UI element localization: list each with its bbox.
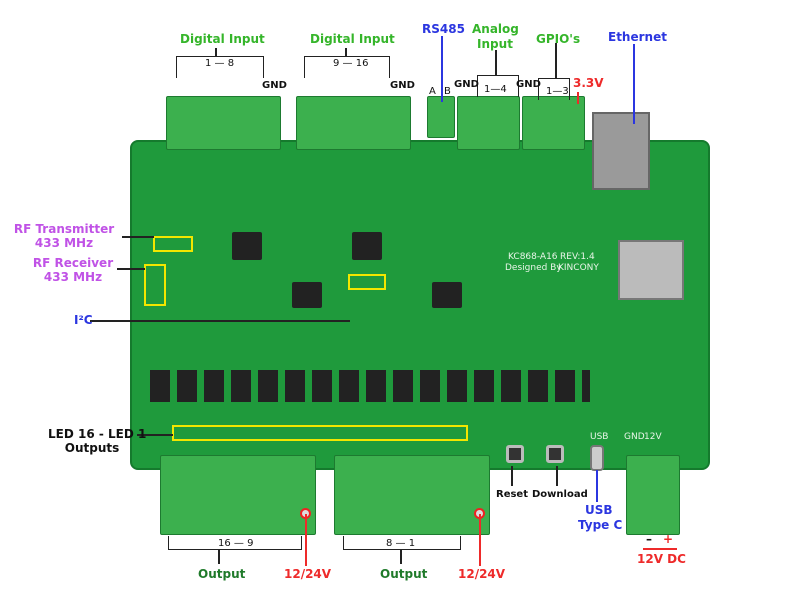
- bracket-16-9: [168, 536, 302, 550]
- leader-line: [511, 466, 513, 486]
- rs485-a: A: [429, 86, 436, 97]
- i2c-line: [90, 320, 350, 322]
- pcb-board: [130, 140, 710, 470]
- gnd-silk: GND: [624, 432, 645, 442]
- reset-label: Reset: [496, 489, 528, 500]
- rf-transmitter-label: RF Transmitter: [13, 222, 115, 236]
- 3v3-line: [577, 92, 579, 104]
- gnd-gpio: GND: [516, 79, 541, 90]
- rf-transmitter-header: [153, 236, 193, 252]
- digital-input-label-1: Digital Input: [180, 32, 265, 46]
- range-9-16: 9 — 16: [333, 58, 369, 69]
- usb-silk: USB: [590, 432, 609, 442]
- leader-line: [345, 48, 347, 56]
- dc-line: [643, 548, 677, 550]
- led-outputs-label: Outputs: [64, 441, 120, 455]
- esp32-module: [618, 240, 684, 300]
- 12-24v-label-1: 12/24V: [284, 567, 332, 581]
- bracket-1-8: [176, 56, 264, 78]
- 3v3-label: 3.3V: [573, 76, 604, 90]
- range-1-8: 1 — 8: [205, 58, 235, 69]
- rf-receiver-freq: 433 MHz: [43, 270, 103, 284]
- leader-line: [122, 236, 154, 238]
- bracket-8-1: [343, 536, 461, 550]
- download-button[interactable]: [546, 445, 564, 463]
- chip: [292, 282, 322, 308]
- bracket-analog: [477, 75, 519, 97]
- rs485-line: [441, 36, 443, 102]
- output-label-2: Output: [380, 567, 428, 581]
- analog-input-label: Analog Input: [472, 22, 519, 51]
- gnd-label-1: GND: [262, 80, 287, 91]
- rf-receiver-header: [144, 264, 166, 306]
- type-c-label: Type C: [578, 518, 623, 532]
- leader-line: [555, 43, 557, 78]
- mosfet-row: [150, 370, 590, 402]
- brand-text: KINCONY: [558, 263, 599, 273]
- leader-line: [117, 268, 145, 270]
- chip: [232, 232, 262, 260]
- i2c-label: I²C: [74, 313, 93, 327]
- leader-line: [137, 434, 173, 436]
- 12-24v-label-2: 12/24V: [458, 567, 506, 581]
- digital-input-terminal-1-8: [166, 96, 281, 150]
- designed-by-text: Designed By: [505, 263, 562, 273]
- bracket-9-16: [304, 56, 390, 78]
- bracket-gpio: [538, 78, 570, 100]
- digital-input-terminal-9-16: [296, 96, 411, 150]
- chip: [432, 282, 462, 308]
- analog-input-terminal: [457, 96, 520, 150]
- usb-c-port[interactable]: [590, 445, 604, 471]
- 12v-silk: 12V: [644, 432, 662, 442]
- 12-24v-line: [479, 514, 481, 566]
- digital-input-label-2: Digital Input: [310, 32, 395, 46]
- chip: [352, 232, 382, 260]
- rs485-terminal: [427, 96, 455, 138]
- output-terminal-8-1: [334, 455, 490, 535]
- output-terminal-16-9: [160, 455, 316, 535]
- reset-button[interactable]: [506, 445, 524, 463]
- ethernet-port: [592, 112, 650, 190]
- ethernet-line: [633, 44, 635, 124]
- range-gpio: 1—3: [546, 86, 569, 97]
- download-label: Download: [532, 489, 588, 500]
- gnd-analog: GND: [454, 79, 479, 90]
- 12-24v-line: [305, 514, 307, 566]
- usb-label: USB: [585, 503, 613, 517]
- range-8-1: 8 — 1: [386, 538, 416, 549]
- usb-line: [596, 470, 598, 502]
- leader-line: [218, 550, 220, 564]
- leader-line: [556, 466, 558, 486]
- rev-text: REV:1.4: [560, 252, 595, 262]
- model-text: KC868-A16: [508, 252, 558, 262]
- power-terminal: [626, 455, 680, 535]
- led-row-highlight: [172, 425, 468, 441]
- led-label: LED 16 - LED 1: [48, 427, 147, 441]
- rs485-b: B: [444, 86, 451, 97]
- plus-label: +: [663, 532, 674, 546]
- leader-line: [215, 48, 217, 56]
- gnd-label-2: GND: [390, 80, 415, 91]
- range-analog: 1—4: [484, 84, 507, 95]
- gpio-terminal: [522, 96, 585, 150]
- i2c-header: [348, 274, 386, 290]
- ethernet-label: Ethernet: [608, 30, 667, 44]
- rf-receiver-label: RF Receiver: [32, 256, 114, 270]
- leader-line: [400, 550, 402, 564]
- minus-label: –: [646, 532, 652, 546]
- range-16-9: 16 — 9: [218, 538, 254, 549]
- 12v-dc-label: 12V DC: [637, 552, 686, 566]
- output-label-1: Output: [198, 567, 246, 581]
- leader-line: [495, 50, 497, 75]
- rs485-label: RS485: [422, 22, 465, 36]
- gpios-label: GPIO's: [536, 32, 581, 46]
- rf-transmitter-freq: 433 MHz: [34, 236, 94, 250]
